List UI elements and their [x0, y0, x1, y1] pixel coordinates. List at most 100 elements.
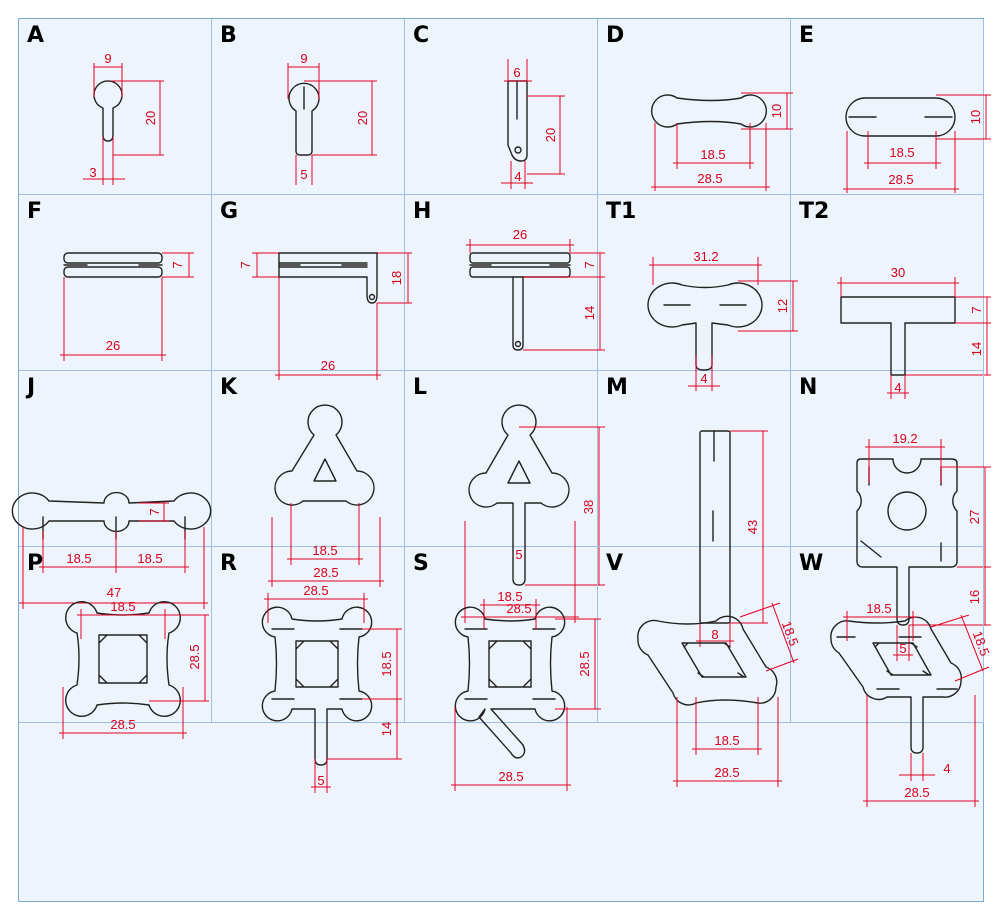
piece-label: D [606, 23, 625, 48]
piece-e: E 10 18.5 28.5 [791, 19, 991, 195]
piece-label: G [220, 199, 239, 224]
dim-label: 18.5 [137, 551, 162, 566]
dim-label: 9 [300, 51, 307, 66]
piece-shape [647, 282, 763, 371]
piece-label: T1 [606, 199, 637, 224]
dim-label: 18.5 [66, 551, 91, 566]
piece-w: W 18.5 18.5 4 28.5 [791, 547, 993, 807]
dim-label: 16 [967, 590, 982, 604]
piece-t2: T2 30 7 14 4 [791, 195, 991, 399]
piece-d: D 10 18.5 28.5 [598, 19, 793, 195]
dim-label: 4 [514, 169, 521, 184]
dim-label: 31.2 [693, 249, 718, 264]
piece-g-drawing: 7 18 26 [238, 252, 412, 380]
piece-shape [11, 491, 212, 533]
dim-label: 28.5 [577, 651, 592, 676]
dim-label: 18.5 [110, 599, 135, 614]
dim-label: 28.5 [303, 583, 328, 598]
piece-label: F [27, 199, 43, 224]
dim-label: 5 [515, 547, 522, 562]
dim-label: 18.5 [889, 145, 914, 160]
dim-label: 27 [967, 510, 982, 524]
dim-label: 38 [581, 500, 596, 514]
dim-label: 28.5 [888, 172, 913, 187]
piece-l-drawing: 38 5 28.5 [461, 404, 605, 623]
dim-label: 3 [89, 165, 96, 180]
dim-label: 18.5 [379, 651, 394, 676]
piece-shape [278, 252, 378, 304]
piece-m: M 43 8 [598, 371, 791, 647]
dim-label: 5 [899, 641, 906, 656]
piece-shape [63, 252, 163, 264]
dim-label: 7 [147, 508, 162, 515]
piece-a-drawing: 9 20 3 [83, 51, 164, 185]
dim-label: 7 [170, 261, 185, 268]
dim-label: 20 [543, 128, 558, 142]
dim-label: 7 [969, 306, 984, 313]
piece-d-drawing: 10 18.5 28.5 [650, 92, 793, 191]
dim-label: 4 [700, 371, 707, 386]
piece-label: S [413, 551, 429, 576]
dim-label: 28.5 [498, 769, 523, 784]
piece-label: A [27, 23, 45, 48]
piece-label: B [220, 23, 237, 48]
piece-b-drawing: 9 20 5 [287, 51, 377, 185]
dim-label: 18.5 [714, 733, 739, 748]
piece-f: F 7 26 [19, 195, 212, 371]
parts-diagram: A 9 20 3 B 9 20 5 C [11, 18, 993, 902]
piece-shape [840, 296, 956, 376]
piece-label: H [413, 199, 432, 224]
dim-label: 28.5 [697, 171, 722, 186]
piece-k: K 18.5 28.5 [212, 371, 405, 587]
piece-shape [469, 252, 571, 264]
piece-v: V 18.5 18.5 28.5 [598, 547, 802, 787]
dim-label: 18 [389, 271, 404, 285]
piece-p: P 18.5 28.5 28.5 [19, 547, 212, 739]
piece-label: C [413, 23, 430, 48]
dim-label: 5 [300, 167, 307, 182]
dim-label: 14 [969, 342, 984, 356]
dim-label: 18.5 [312, 543, 337, 558]
piece-label: E [799, 23, 815, 48]
piece-label: W [799, 551, 824, 576]
piece-shape [274, 404, 375, 506]
dim-label: 26 [513, 227, 527, 242]
dim-label: 47 [107, 585, 121, 600]
dim-label: 12 [775, 299, 790, 313]
piece-label: V [606, 551, 624, 576]
piece-shape [830, 616, 962, 754]
dim-label: 26 [321, 358, 335, 373]
dim-label: 6 [513, 65, 520, 80]
piece-l: L 38 5 28.5 [405, 371, 605, 623]
piece-shape [93, 80, 123, 142]
dim-label: 20 [355, 111, 370, 125]
piece-label: P [27, 551, 44, 576]
dim-label: 28.5 [110, 717, 135, 732]
piece-j: J 7 18.5 18.5 47 [11, 371, 212, 609]
dim-label: 20 [143, 111, 158, 125]
dim-label: 28.5 [313, 565, 338, 580]
piece-h: H 26 7 14 [405, 195, 605, 371]
piece-m-drawing: 43 8 [696, 430, 768, 647]
piece-r: R 28.5 18.5 14 5 [212, 547, 405, 793]
piece-b: B 9 20 5 [212, 19, 405, 195]
piece-s: S 18.5 28.5 28.5 [405, 547, 601, 791]
piece-j-drawing: 7 18.5 18.5 47 [11, 491, 212, 609]
piece-shape [468, 404, 570, 586]
piece-shape [699, 430, 731, 624]
piece-v-drawing: 18.5 18.5 28.5 [637, 602, 802, 787]
piece-shape [650, 94, 768, 128]
piece-e-drawing: 10 18.5 28.5 [843, 94, 991, 193]
dim-label: 7 [238, 261, 253, 268]
piece-n: N 19.2 27 16 5 [791, 371, 991, 661]
dim-label: 18.5 [970, 629, 993, 658]
piece-t1-drawing: 31.2 12 4 [647, 249, 798, 391]
piece-h-drawing: 26 7 14 [466, 227, 605, 351]
dim-label: 4 [943, 761, 950, 776]
piece-label: L [413, 375, 428, 400]
dim-label: 18.5 [497, 589, 522, 604]
piece-shape [507, 80, 528, 162]
piece-g: G 7 18 26 [212, 195, 412, 380]
dim-label: 43 [745, 520, 760, 534]
piece-label: R [220, 551, 237, 576]
